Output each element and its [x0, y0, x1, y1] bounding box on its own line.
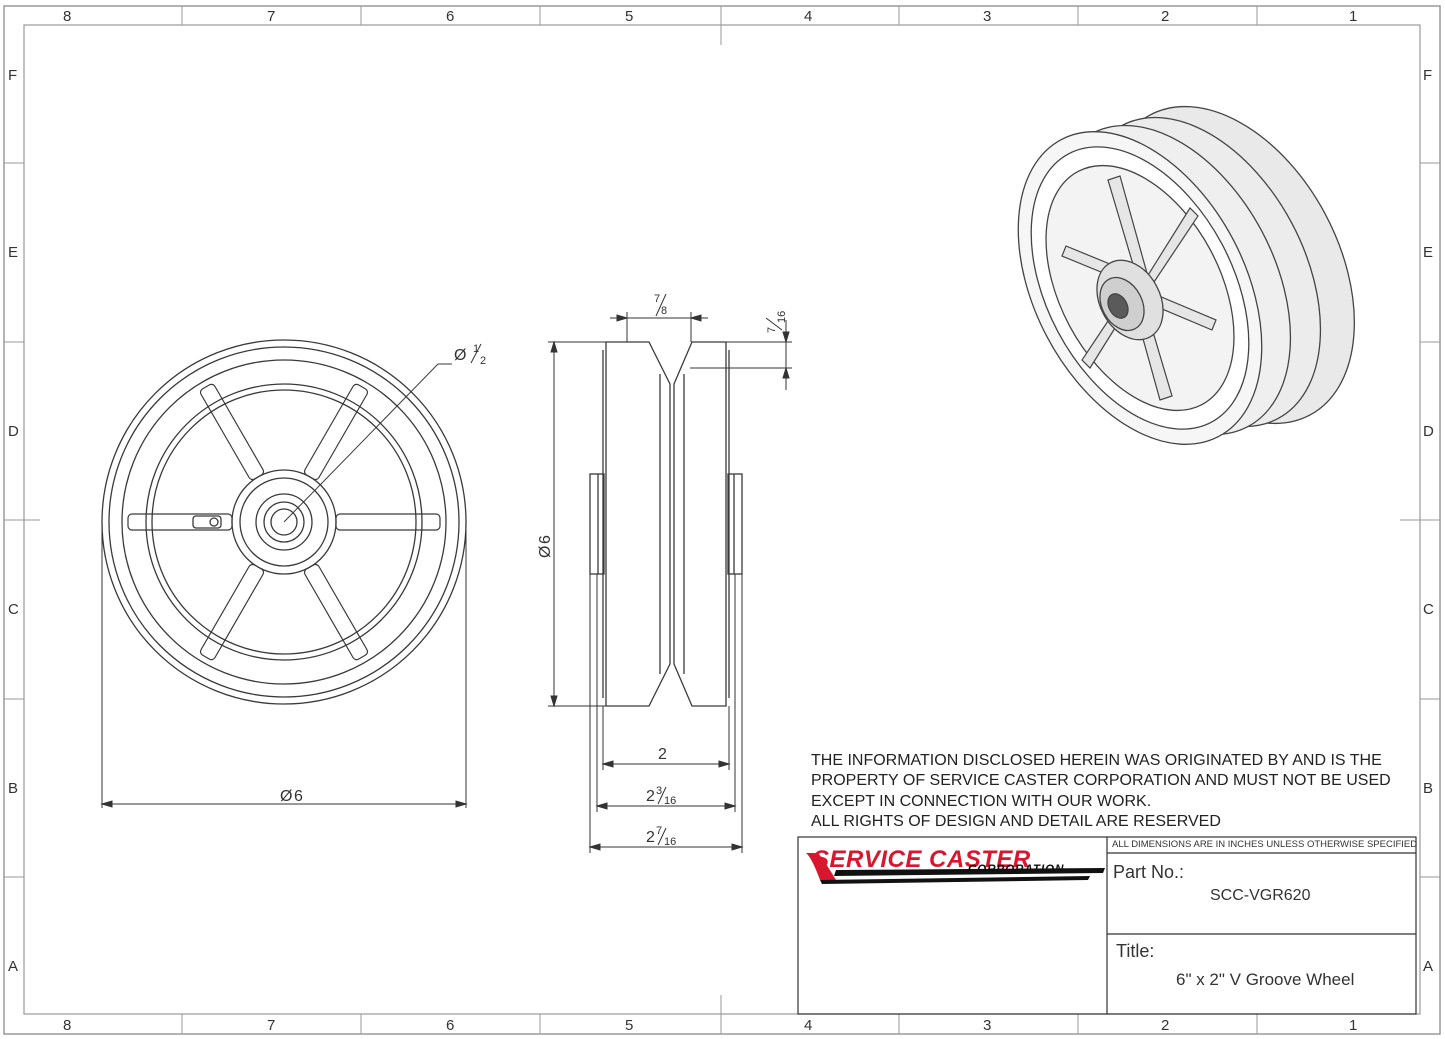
overall-width-den: 16: [664, 836, 676, 848]
side-diameter-value: 6: [537, 535, 554, 544]
col-label: 2: [1161, 1017, 1169, 1034]
notice-line: ALL RIGHTS OF DESIGN AND DETAIL ARE RESE…: [811, 812, 1221, 830]
col-label: 7: [267, 1017, 275, 1034]
bore-fraction-den: 2: [480, 355, 486, 367]
hub-width-num: 3: [656, 785, 662, 797]
overall-width-bar: [657, 827, 667, 846]
notice-line: EXCEPT IN CONNECTION WITH OUR WORK.: [811, 792, 1152, 810]
row-label: B: [1423, 780, 1433, 797]
col-label: 3: [983, 1017, 991, 1034]
company-logo-swoosh: [806, 853, 1105, 884]
bore-fraction-bar: [470, 343, 482, 364]
part-number-label: Part No.:: [1113, 862, 1185, 882]
row-label: E: [1423, 244, 1433, 261]
side-diameter-symbol: Ø: [537, 546, 554, 558]
row-label: A: [1423, 958, 1433, 975]
company-logo-subtext: CORPORATION: [968, 864, 1065, 876]
row-label: F: [8, 67, 17, 84]
tread-width-value: 2: [658, 746, 667, 763]
side-view-dimensions: [548, 312, 792, 853]
grease-fitting: [192, 515, 222, 529]
notice-line: PROPERTY OF SERVICE CASTER CORPORATION A…: [811, 772, 1391, 790]
row-label: C: [8, 601, 19, 618]
groove-top-bar: [655, 293, 667, 317]
overall-width-num: 7: [656, 825, 662, 837]
groove-top-den: 8: [661, 305, 667, 317]
front-diameter-symbol: Ø: [280, 788, 292, 805]
isometric-wheel-view: [1017, 105, 1355, 445]
overall-width-whole: 2: [646, 829, 655, 846]
row-label: D: [1423, 423, 1434, 440]
col-label: 3: [983, 8, 991, 25]
spokes: [127, 383, 441, 661]
company-logo-text: SERVICE CASTER: [813, 846, 1031, 873]
row-label: A: [8, 958, 18, 975]
row-label: B: [8, 780, 18, 797]
row-label: D: [8, 423, 19, 440]
col-label: 6: [446, 8, 454, 25]
col-label: 4: [804, 8, 812, 25]
col-label: 7: [267, 8, 275, 25]
bore-fraction-num: 1: [473, 343, 479, 355]
front-diameter-value: 6: [294, 788, 303, 805]
title-block-frame: [797, 836, 1417, 1015]
col-label: 5: [625, 8, 633, 25]
col-label: 5: [625, 1017, 633, 1034]
front-view-wheel: [101, 339, 467, 705]
col-label: 1: [1349, 8, 1357, 25]
row-label: E: [8, 244, 18, 261]
title-label: Title:: [1116, 941, 1155, 961]
row-label: C: [1423, 601, 1434, 618]
dimensions-unit-note: ALL DIMENSIONS ARE IN INCHES UNLESS OTHE…: [1112, 839, 1418, 850]
part-number-value: SCC-VGR620: [1210, 887, 1311, 904]
groove-depth-den: 16: [776, 311, 788, 323]
front-view-dimensions: [100, 522, 468, 808]
hub-width-den: 16: [664, 795, 676, 807]
groove-top-num: 7: [654, 293, 660, 305]
hub-width-bar: [657, 786, 667, 805]
row-label: F: [1423, 67, 1432, 84]
col-label: 8: [63, 1017, 71, 1034]
groove-depth-num: 7: [766, 327, 778, 333]
col-label: 6: [446, 1017, 454, 1034]
bore-diameter-symbol: Ø: [454, 347, 466, 364]
title-value: 6" x 2" V Groove Wheel: [1176, 970, 1355, 989]
col-label: 2: [1161, 8, 1169, 25]
hub-width-whole: 2: [646, 788, 655, 805]
zone-labels: 8 7 6 5 4 3 2 1 8 7 6 5 4 3 2 1 F E D C …: [8, 8, 1434, 1034]
col-label: 8: [63, 8, 71, 25]
zone-ticks: [4, 6, 1440, 1034]
groove-depth-bar: [765, 317, 783, 331]
col-label: 4: [804, 1017, 812, 1034]
notice-line: THE INFORMATION DISCLOSED HEREIN WAS ORI…: [811, 752, 1382, 769]
side-view-wheel: [589, 341, 743, 707]
proprietary-notice: THE INFORMATION DISCLOSED HEREIN WAS ORI…: [811, 751, 1401, 832]
col-label: 1: [1349, 1017, 1357, 1034]
